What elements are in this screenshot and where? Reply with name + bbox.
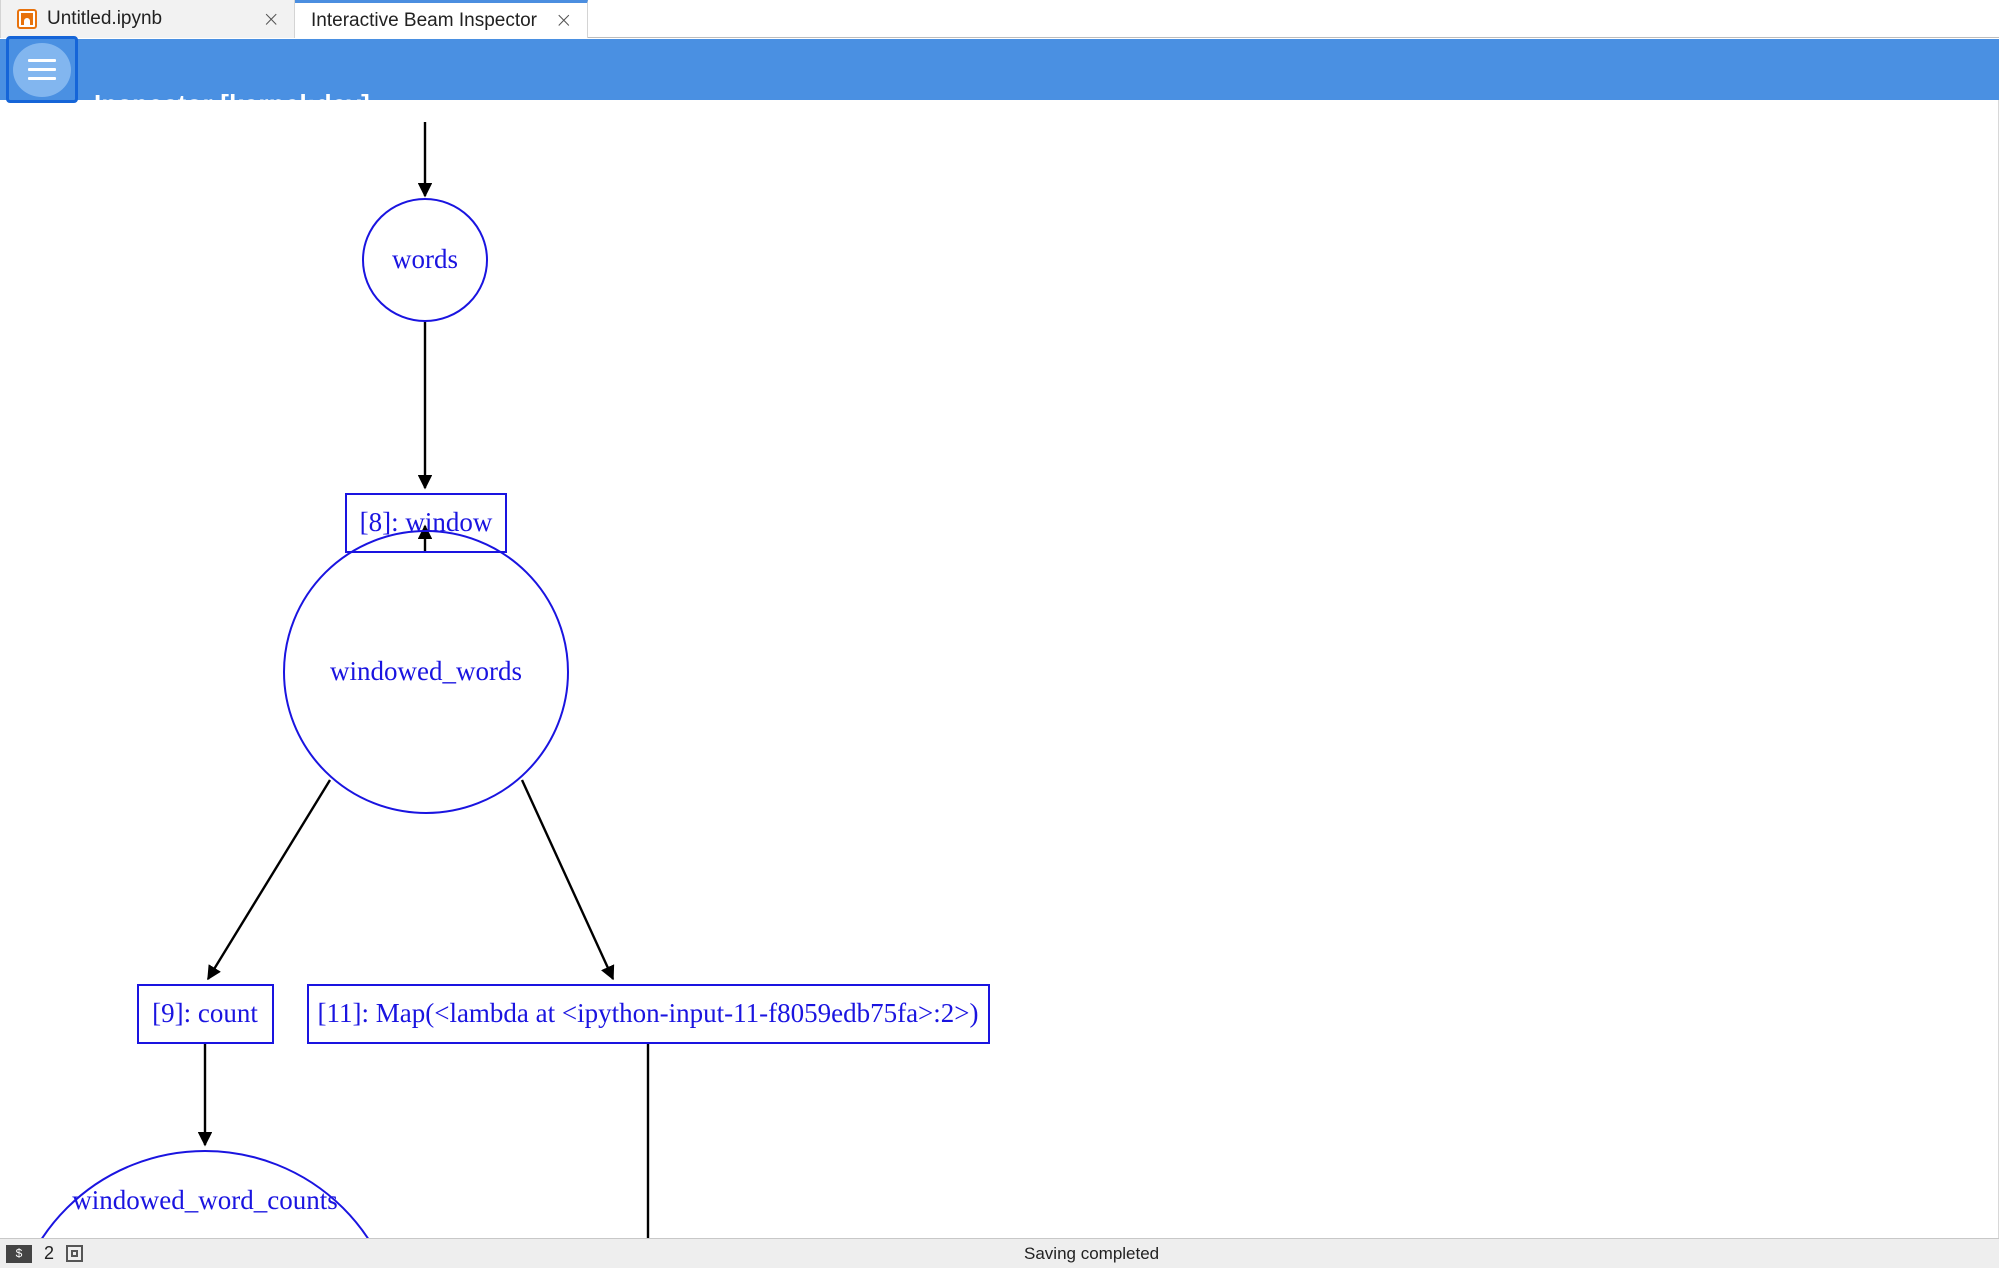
node-label: [9]: count bbox=[152, 998, 258, 1028]
graph-node-windowed-word-counts[interactable]: windowed_word_counts bbox=[10, 1150, 400, 1238]
graph-node-words[interactable]: words bbox=[362, 198, 488, 322]
close-icon[interactable]: × bbox=[555, 8, 573, 32]
node-label: [8]: window bbox=[360, 507, 493, 537]
tab-label: Interactive Beam Inspector bbox=[311, 9, 537, 31]
notebook-icon bbox=[17, 9, 37, 29]
hamburger-icon bbox=[13, 42, 71, 97]
tab-untitled-ipynb[interactable]: Untitled.ipynb × bbox=[0, 0, 295, 38]
kernel-icon[interactable] bbox=[66, 1245, 84, 1262]
beam-graph-canvas[interactable]: words [8]: window windowed_words [9]: co… bbox=[0, 100, 1999, 1238]
edge-windowed-words-to-count bbox=[206, 779, 332, 981]
terminal-count: 2 bbox=[44, 1243, 55, 1263]
tab-bar-empty-area bbox=[587, 0, 1999, 37]
graph-node-windowed-words[interactable]: windowed_words bbox=[283, 530, 569, 814]
node-label: [11]: Map(<lambda at <ipython-input-11-f… bbox=[318, 998, 979, 1028]
graph-node-count[interactable]: [9]: count bbox=[137, 984, 274, 1044]
status-message: Saving completed bbox=[1024, 1243, 1160, 1263]
menu-toggle-button[interactable] bbox=[6, 36, 78, 103]
node-label: words bbox=[392, 244, 458, 274]
node-label: windowed_words bbox=[330, 656, 522, 686]
graph-node-map[interactable]: [11]: Map(<lambda at <ipython-input-11-f… bbox=[307, 984, 990, 1044]
terminal-icon[interactable]: $ bbox=[6, 1244, 32, 1263]
node-label: windowed_word_counts bbox=[72, 1185, 337, 1215]
graph-edges bbox=[197, 122, 650, 1238]
tab-label: Untitled.ipynb bbox=[47, 8, 163, 29]
inspector-header: Inspector [kernel:dev] bbox=[0, 39, 1999, 119]
edge-windowed-words-to-map bbox=[520, 779, 615, 981]
beam-pipeline-graph: words [8]: window windowed_words [9]: co… bbox=[10, 122, 990, 1238]
status-bar-left: $ 2 bbox=[0, 1243, 84, 1264]
tab-bar: Untitled.ipynb × Interactive Beam Inspec… bbox=[0, 0, 1999, 38]
graph-node-window[interactable]: [8]: window bbox=[345, 493, 507, 553]
tab-interactive-beam-inspector[interactable]: Interactive Beam Inspector × bbox=[295, 0, 588, 38]
status-bar: $ 2 Saving completed bbox=[0, 1238, 1999, 1268]
close-icon[interactable]: × bbox=[262, 6, 280, 31]
